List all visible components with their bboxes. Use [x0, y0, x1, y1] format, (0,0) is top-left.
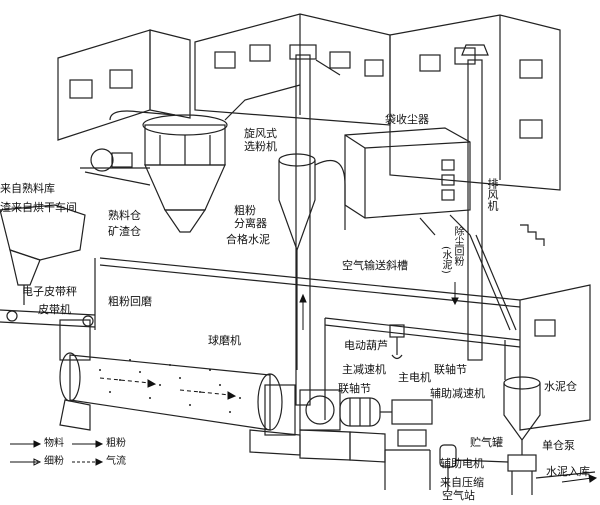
label-gas-tank: 贮气罐 — [470, 436, 503, 449]
pipe-to-storage — [535, 471, 596, 479]
drive-foundation — [299, 429, 386, 463]
legend-label-coarse: 粗粉 — [106, 438, 126, 449]
label-slag-bin: 矿渣仓 — [108, 225, 141, 238]
flow-arrowhead-mill-1 — [147, 379, 157, 388]
label-cyclone-separator-1: 旋风式 — [244, 127, 277, 140]
label-to-storage: 水泥入库 — [546, 465, 590, 478]
flow-arrowhead-mill-2 — [227, 391, 237, 400]
coarse-powder-separator — [278, 153, 346, 370]
flow-arrow-mill-1 — [99, 377, 151, 384]
label-air-conveyor: 空气输送斜槽 — [342, 259, 408, 272]
cyclone-separator — [109, 84, 301, 233]
building-right — [389, 14, 591, 431]
belt-conveyor — [0, 309, 96, 328]
exhaust-chimney — [461, 44, 489, 361]
legend-arrowhead-coarse — [95, 440, 104, 448]
air-conveyor-chute — [94, 257, 521, 330]
label-clinker-yard: 来自熟料库 — [0, 182, 55, 195]
flow-arrowhead-storage — [588, 474, 598, 483]
flow-arrow-mill-2 — [179, 389, 231, 396]
label-compressed-air-1: 来自压缩 — [440, 476, 484, 489]
label-cyclone-separator-2: 选粉机 — [244, 140, 277, 153]
main-motor — [339, 397, 381, 427]
ball-mill-drum — [59, 319, 301, 456]
aux-motor — [384, 429, 431, 490]
legend-arrowhead-airflow — [95, 458, 104, 466]
separator-fan — [80, 148, 151, 186]
legend-arrowhead-fine — [33, 458, 42, 466]
ball-mill-texture — [99, 359, 241, 413]
dust-return-pipe — [469, 234, 517, 331]
stairs — [520, 224, 545, 246]
flow-arrow-storage — [561, 477, 593, 483]
label-aux-motor: 辅助电机 — [440, 457, 484, 470]
label-dust-recovery-2: (水泥) — [440, 246, 451, 274]
label-cement-silo: 水泥仓 — [544, 380, 577, 393]
legend-label-material: 物料 — [44, 438, 64, 449]
label-clinker-bin: 熟料仓 — [108, 209, 141, 222]
gas-tank — [439, 444, 509, 490]
main-reducer — [299, 389, 341, 431]
label-bag-dust-collector: 袋收尘器 — [385, 113, 429, 126]
label-qualified-cement: 合格水泥 — [226, 233, 270, 246]
overhead-crane — [324, 317, 521, 420]
building-left — [57, 29, 191, 141]
label-electric-hoist: 电动葫芦 — [344, 339, 388, 352]
label-exhaust-fan: 排风机 — [486, 178, 499, 211]
label-belt-scale: 电子皮带秤 — [22, 285, 77, 298]
label-coarse-separator-1: 粗粉 — [234, 204, 256, 217]
label-main-motor: 主电机 — [398, 371, 431, 384]
aux-reducer — [380, 399, 433, 425]
label-single-pump: 单仓泵 — [542, 439, 575, 452]
cement-silo-tank — [503, 376, 541, 455]
building-center — [194, 13, 391, 126]
label-coarse-return: 粗粉回磨 — [108, 295, 152, 308]
label-coupling-2: 联轴节 — [338, 382, 371, 395]
bag-dust-collector-box — [344, 127, 471, 236]
feed-hoppers — [0, 204, 86, 305]
label-main-reducer: 主减速机 — [342, 363, 386, 376]
legend-label-airflow: 气流 — [106, 456, 126, 467]
flow-arrowhead-chute — [451, 297, 459, 306]
label-compressed-air-2: 空气站 — [442, 489, 475, 502]
label-aux-reducer: 辅助减速机 — [430, 387, 485, 400]
legend-label-fine: 细粉 — [44, 456, 64, 467]
legend-symbols — [10, 440, 104, 466]
label-belt-conveyor: 皮带机 — [38, 303, 71, 316]
legend-arrowhead-material — [33, 440, 42, 448]
label-slag-from-dryer: 渣来自烘干车间 — [0, 201, 77, 214]
bucket-elevator — [289, 44, 341, 406]
label-coarse-separator-2: 分离器 — [234, 217, 267, 230]
label-dust-recovery-1: 除尘回粉 — [452, 226, 463, 266]
label-coupling-1: 联轴节 — [434, 363, 467, 376]
label-ball-mill: 球磨机 — [208, 334, 241, 347]
single-chamber-pump — [507, 454, 537, 495]
flow-arrowhead-elevator — [299, 293, 307, 303]
